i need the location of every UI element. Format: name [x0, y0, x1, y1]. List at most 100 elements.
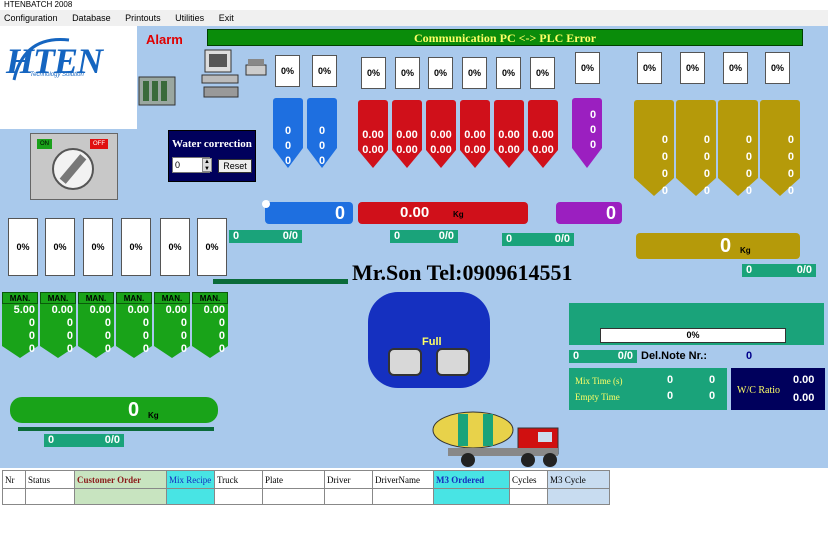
on-button[interactable]: ON	[37, 139, 52, 149]
cement-silo-2-val-2: 0	[318, 140, 326, 152]
col-nr[interactable]: Nr	[2, 470, 26, 489]
rotary-knob-icon[interactable]	[52, 148, 94, 190]
empty-time-a: 0	[667, 390, 674, 402]
man-hopper-2-label: MAN.	[40, 292, 76, 304]
big-silo-2-val-4: 0	[703, 185, 710, 197]
man-hopper-4-val-4: 0	[142, 343, 149, 355]
reset-button[interactable]: Reset	[218, 159, 252, 173]
agg-silo-1-val-1: 0.00	[362, 129, 384, 141]
progress-bar: 0%	[600, 328, 786, 343]
col-customer-order[interactable]: Customer Order	[74, 470, 167, 489]
man-hopper-6-val-1: 0.00	[203, 304, 225, 316]
man-hopper-6-val-2: 0	[218, 317, 225, 329]
col-truck[interactable]: Truck	[214, 470, 263, 489]
agg-silo-1-val-2: 0.00	[362, 144, 384, 156]
man-hopper-5-val-1: 0.00	[165, 304, 187, 316]
table-row[interactable]	[2, 488, 610, 505]
cement-pct-2: 0%	[312, 55, 337, 87]
big-silo-4-val-4: 0	[787, 185, 794, 197]
man-hopper-6-label: MAN.	[192, 292, 228, 304]
contact-text: Mr.Son Tel:0909614551	[352, 260, 573, 285]
mixer-icon[interactable]: Full	[368, 292, 490, 388]
off-button[interactable]: OFF	[90, 139, 108, 149]
big-silo-2-val-3: 0	[703, 168, 710, 180]
menu-utilities[interactable]: Utilities	[175, 13, 205, 23]
man-hopper-4-val-3: 0	[142, 330, 149, 342]
water-counter-right: 0/0	[104, 434, 120, 446]
alarm-label[interactable]: Alarm	[146, 32, 183, 47]
big-silo-3-val-1: 0	[745, 134, 752, 146]
agg-silo-2-val-1: 0.00	[396, 129, 418, 141]
big-silo-2-val-1: 0	[703, 134, 710, 146]
menu-exit[interactable]: Exit	[218, 13, 234, 23]
agg-silo-3-val-1: 0.00	[430, 129, 452, 141]
logo-swoosh-icon	[12, 38, 70, 81]
man-pct-3: 0%	[83, 218, 113, 276]
man-hopper-1-val-3: 0	[28, 330, 35, 342]
cement-silo-2-val-1: 0	[318, 125, 326, 137]
man-hopper-1-label: MAN.	[2, 292, 38, 304]
conveyor-belt	[213, 279, 348, 284]
agg-silo-2-val-2: 0.00	[396, 144, 418, 156]
man-hopper-6-val-3: 0	[218, 330, 225, 342]
menu-printouts[interactable]: Printouts	[125, 13, 161, 23]
col-status[interactable]: Status	[25, 470, 75, 489]
water-scale: 0 Kg	[10, 397, 218, 423]
cement-silo-1-val-2: 0	[284, 140, 292, 152]
man-hopper-3-val-2: 0	[104, 317, 111, 329]
man-hopper-5-val-4: 0	[180, 343, 187, 355]
water-scale-value: 0	[128, 399, 140, 421]
col-plate[interactable]: Plate	[262, 470, 325, 489]
additive-pct: 0%	[575, 52, 600, 84]
agg-silo-5-val-2: 0.00	[498, 144, 520, 156]
water-conveyor	[18, 427, 214, 431]
big-counter-right: 0/0	[796, 264, 812, 276]
prog-counter-right: 0/0	[617, 350, 633, 362]
wc-ratio-1: 0.00	[793, 374, 815, 386]
agg-silo-4-val-2: 0.00	[464, 144, 486, 156]
col-driver-name[interactable]: DriverName	[372, 470, 434, 489]
spin-arrows-icon[interactable]: ▲▼	[202, 158, 212, 172]
cement-scale-value: 0	[334, 203, 345, 223]
agg-pct-3: 0%	[428, 57, 453, 89]
big-scale-unit: Kg	[740, 246, 751, 255]
col-driver[interactable]: Driver	[324, 470, 373, 489]
big-silo-2[interactable]: 0 0 0 0	[676, 100, 716, 197]
col-mix-recipe[interactable]: Mix Recipe	[166, 470, 215, 489]
man-hopper-3-label: MAN.	[78, 292, 114, 304]
agg-pct-2: 0%	[395, 57, 420, 89]
col-cycles[interactable]: Cycles	[509, 470, 548, 489]
cement-counter-right: 0/0	[282, 230, 298, 242]
agg-silo-2[interactable]: 0.00 0.00	[392, 100, 422, 168]
menu-database[interactable]: Database	[72, 13, 111, 23]
additive-val-2: 0	[589, 124, 597, 136]
agg-silo-1[interactable]: 0.00 0.00	[358, 100, 388, 168]
mixer-status: Full	[422, 336, 442, 348]
logo	[0, 26, 137, 129]
menu-configuration[interactable]: Configuration	[4, 13, 58, 23]
col-m3-cycle[interactable]: M3 Cycle	[547, 470, 610, 489]
big-silo-pct-4: 0%	[765, 52, 790, 84]
big-silo-2-val-2: 0	[703, 151, 710, 163]
big-silo-pct-3: 0%	[723, 52, 748, 84]
col-m3-ordered[interactable]: M3 Ordered	[433, 470, 510, 489]
